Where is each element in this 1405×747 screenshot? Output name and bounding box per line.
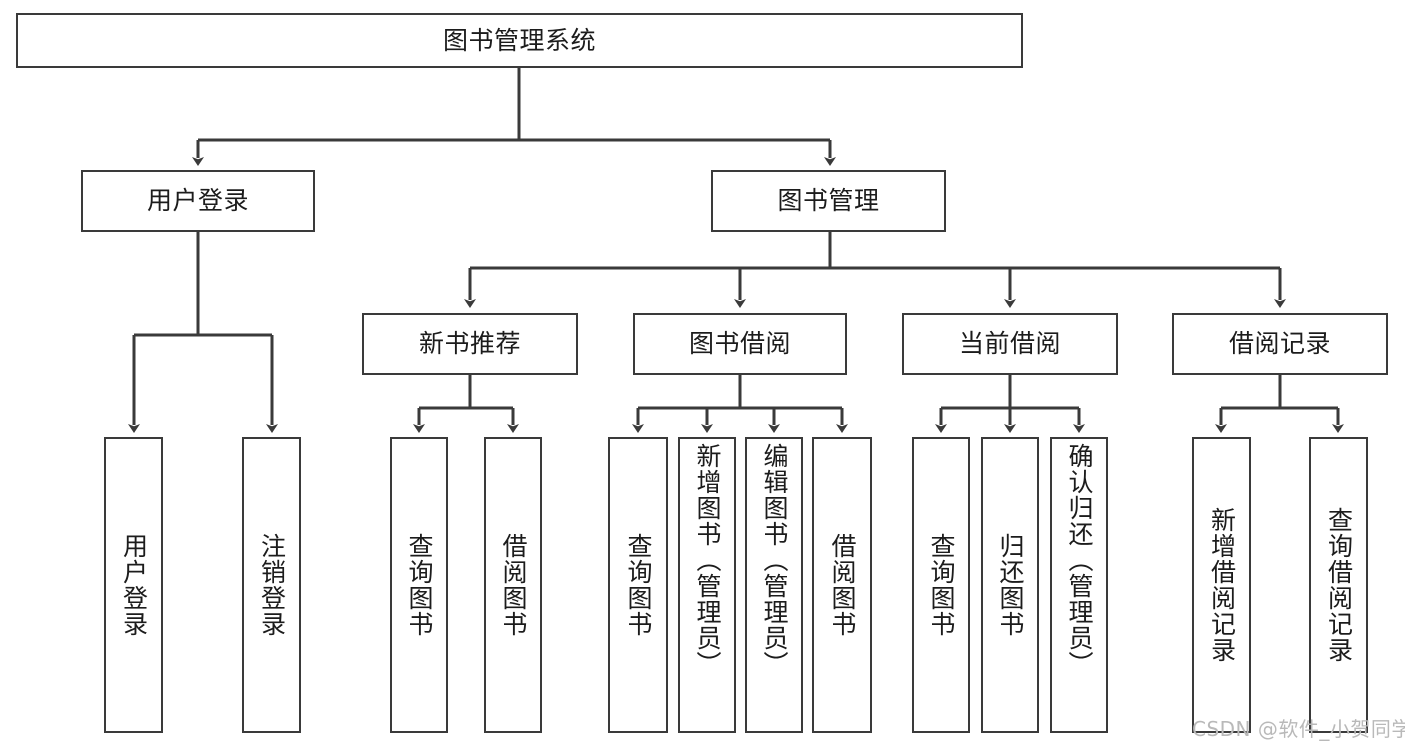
leaf-edit-book-admin[interactable]: 编辑图书（管理员） [745, 437, 803, 733]
leaf-return-book-label: 归还图书 [996, 533, 1025, 637]
leaf-user-login-label: 用户登录 [119, 533, 149, 637]
node-book-manage[interactable]: 图书管理 [711, 170, 946, 232]
leaf-confirm-return-admin[interactable]: 确认归还（管理员） [1050, 437, 1108, 733]
node-book-manage-label: 图书管理 [777, 186, 880, 216]
csdn-watermark: CSDN @软件_小贺同学 [1192, 717, 1405, 741]
leaf-query-book-3-label: 查询图书 [927, 533, 956, 637]
leaf-query-borrow-record-label: 查询借阅记录 [1324, 507, 1354, 663]
node-root-label: 图书管理系统 [442, 25, 596, 55]
leaf-add-book-admin[interactable]: 新增图书（管理员） [678, 437, 736, 733]
leaf-query-book-2-label: 查询图书 [624, 533, 653, 637]
leaf-query-book-1-label: 查询图书 [405, 533, 434, 637]
leaf-borrow-book-1[interactable]: 借阅图书 [484, 437, 542, 733]
node-book-borrow[interactable]: 图书借阅 [633, 313, 847, 375]
node-user-login[interactable]: 用户登录 [81, 170, 315, 232]
leaf-query-book-3[interactable]: 查询图书 [912, 437, 970, 733]
node-current-borrow[interactable]: 当前借阅 [902, 313, 1118, 375]
node-borrow-record-label: 借阅记录 [1228, 329, 1331, 359]
node-borrow-record[interactable]: 借阅记录 [1172, 313, 1388, 375]
leaf-borrow-book-2-label: 借阅图书 [828, 533, 857, 637]
leaf-borrow-book-1-label: 借阅图书 [499, 533, 528, 637]
leaf-confirm-return-admin-label: 确认归还（管理员） [1065, 443, 1094, 677]
node-user-login-label: 用户登录 [146, 186, 249, 216]
leaf-return-book[interactable]: 归还图书 [981, 437, 1039, 733]
node-current-borrow-label: 当前借阅 [958, 329, 1061, 359]
node-new-book-recommend[interactable]: 新书推荐 [362, 313, 578, 375]
leaf-query-book-2[interactable]: 查询图书 [608, 437, 668, 733]
leaf-add-borrow-record[interactable]: 新增借阅记录 [1192, 437, 1251, 733]
node-book-borrow-label: 图书借阅 [688, 329, 791, 359]
leaf-query-book-1[interactable]: 查询图书 [390, 437, 448, 733]
leaf-user-login[interactable]: 用户登录 [104, 437, 163, 733]
leaf-edit-book-admin-label: 编辑图书（管理员） [760, 443, 789, 677]
leaf-query-borrow-record[interactable]: 查询借阅记录 [1309, 437, 1368, 733]
leaf-borrow-book-2[interactable]: 借阅图书 [812, 437, 872, 733]
node-new-book-recommend-label: 新书推荐 [418, 329, 521, 359]
leaf-logout-login[interactable]: 注销登录 [242, 437, 301, 733]
leaf-logout-login-label: 注销登录 [257, 533, 287, 637]
node-root[interactable]: 图书管理系统 [16, 13, 1023, 68]
leaf-add-borrow-record-label: 新增借阅记录 [1207, 507, 1237, 663]
leaf-add-book-admin-label: 新增图书（管理员） [693, 443, 722, 677]
